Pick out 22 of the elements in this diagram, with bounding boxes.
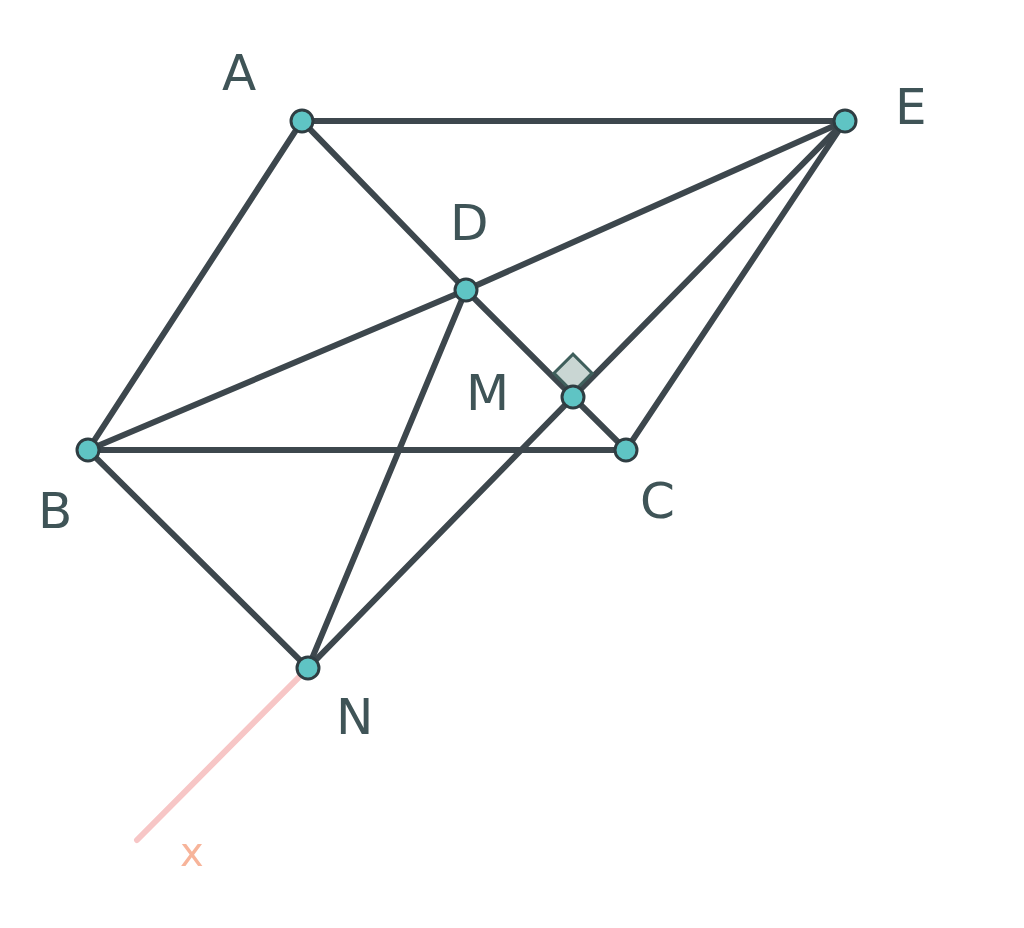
point-dot (453, 277, 479, 303)
line-segment (312, 401, 569, 664)
point-label: B (38, 486, 73, 536)
point-dot (289, 108, 315, 134)
line-segment (95, 291, 459, 449)
point-label: E (895, 82, 927, 132)
point-label: D (450, 198, 489, 248)
ray-line (134, 672, 304, 843)
point-label: N (336, 692, 374, 742)
point-dot (613, 437, 639, 463)
line-segment (577, 401, 622, 446)
line-segment (91, 127, 299, 444)
point-dot (75, 437, 101, 463)
point-label: A (222, 48, 257, 98)
point-dot (832, 108, 858, 134)
point-label: M (466, 368, 510, 418)
point-dot (560, 384, 586, 410)
line-segment (92, 454, 304, 664)
ray-label: x (180, 832, 204, 872)
point-dot (295, 655, 321, 681)
point-label: C (640, 476, 675, 526)
line-segment (306, 125, 462, 286)
